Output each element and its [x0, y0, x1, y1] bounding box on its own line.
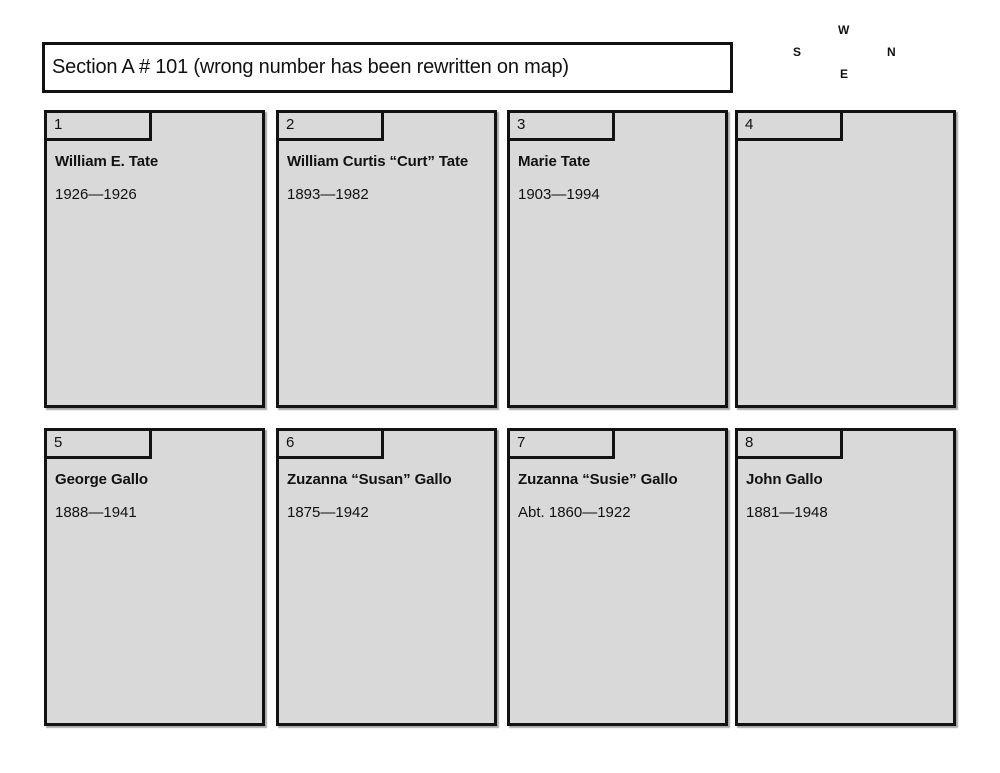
plot-name: Zuzanna “Susan” Gallo [287, 471, 452, 488]
compass-north-label: N [887, 45, 896, 59]
section-title-box: Section A # 101 (wrong number has been r… [42, 42, 733, 93]
plot-6: 6 Zuzanna “Susan” Gallo 1875—1942 [276, 428, 497, 726]
plot-dates: 1893—1982 [287, 186, 369, 203]
plot-name: William Curtis “Curt” Tate [287, 153, 469, 170]
plot-4: 4 [735, 110, 956, 408]
plot-number: 5 [54, 434, 63, 451]
plot-3: 3 Marie Tate 1903—1994 [507, 110, 728, 408]
plot-number: 7 [517, 434, 526, 451]
plot-name: Zuzanna “Susie” Gallo [518, 471, 678, 488]
plot-number: 3 [517, 116, 526, 133]
plot-name: John Gallo [746, 471, 823, 488]
plot-number-tab: 1 [44, 110, 152, 141]
section-title: Section A # 101 (wrong number has been r… [52, 56, 569, 78]
plot-dates: 1881—1948 [746, 504, 828, 521]
plot-5: 5 George Gallo 1888—1941 [44, 428, 265, 726]
plot-dates: 1926—1926 [55, 186, 137, 203]
plot-dates: 1888—1941 [55, 504, 137, 521]
plot-name: Marie Tate [518, 153, 591, 170]
plot-number: 6 [286, 434, 295, 451]
plot-7: 7 Zuzanna “Susie” Gallo Abt. 1860—1922 [507, 428, 728, 726]
plot-dates: 1903—1994 [518, 186, 600, 203]
plot-number-tab: 2 [276, 110, 384, 141]
plot-number-tab: 4 [735, 110, 843, 141]
plot-dates: 1875—1942 [287, 504, 369, 521]
plot-number-tab: 6 [276, 428, 384, 459]
plot-1: 1 William E. Tate 1926—1926 [44, 110, 265, 408]
compass: W S N E [780, 18, 910, 93]
plot-number-tab: 8 [735, 428, 843, 459]
plot-name: George Gallo [55, 471, 148, 488]
plot-number: 4 [745, 116, 754, 133]
plot-dates: Abt. 1860—1922 [518, 504, 631, 521]
plot-8: 8 John Gallo 1881—1948 [735, 428, 956, 726]
plot-number: 8 [745, 434, 754, 451]
plot-number-tab: 5 [44, 428, 152, 459]
plot-number: 2 [286, 116, 295, 133]
plot-name: William E. Tate [55, 153, 159, 170]
compass-south-label: S [793, 45, 802, 59]
plot-number-tab: 3 [507, 110, 615, 141]
plot-number-tab: 7 [507, 428, 615, 459]
compass-east-label: E [840, 67, 849, 81]
compass-west-label: W [838, 23, 850, 37]
plot-number: 1 [54, 116, 63, 133]
plot-2: 2 William Curtis “Curt” Tate 1893—1982 [276, 110, 497, 408]
